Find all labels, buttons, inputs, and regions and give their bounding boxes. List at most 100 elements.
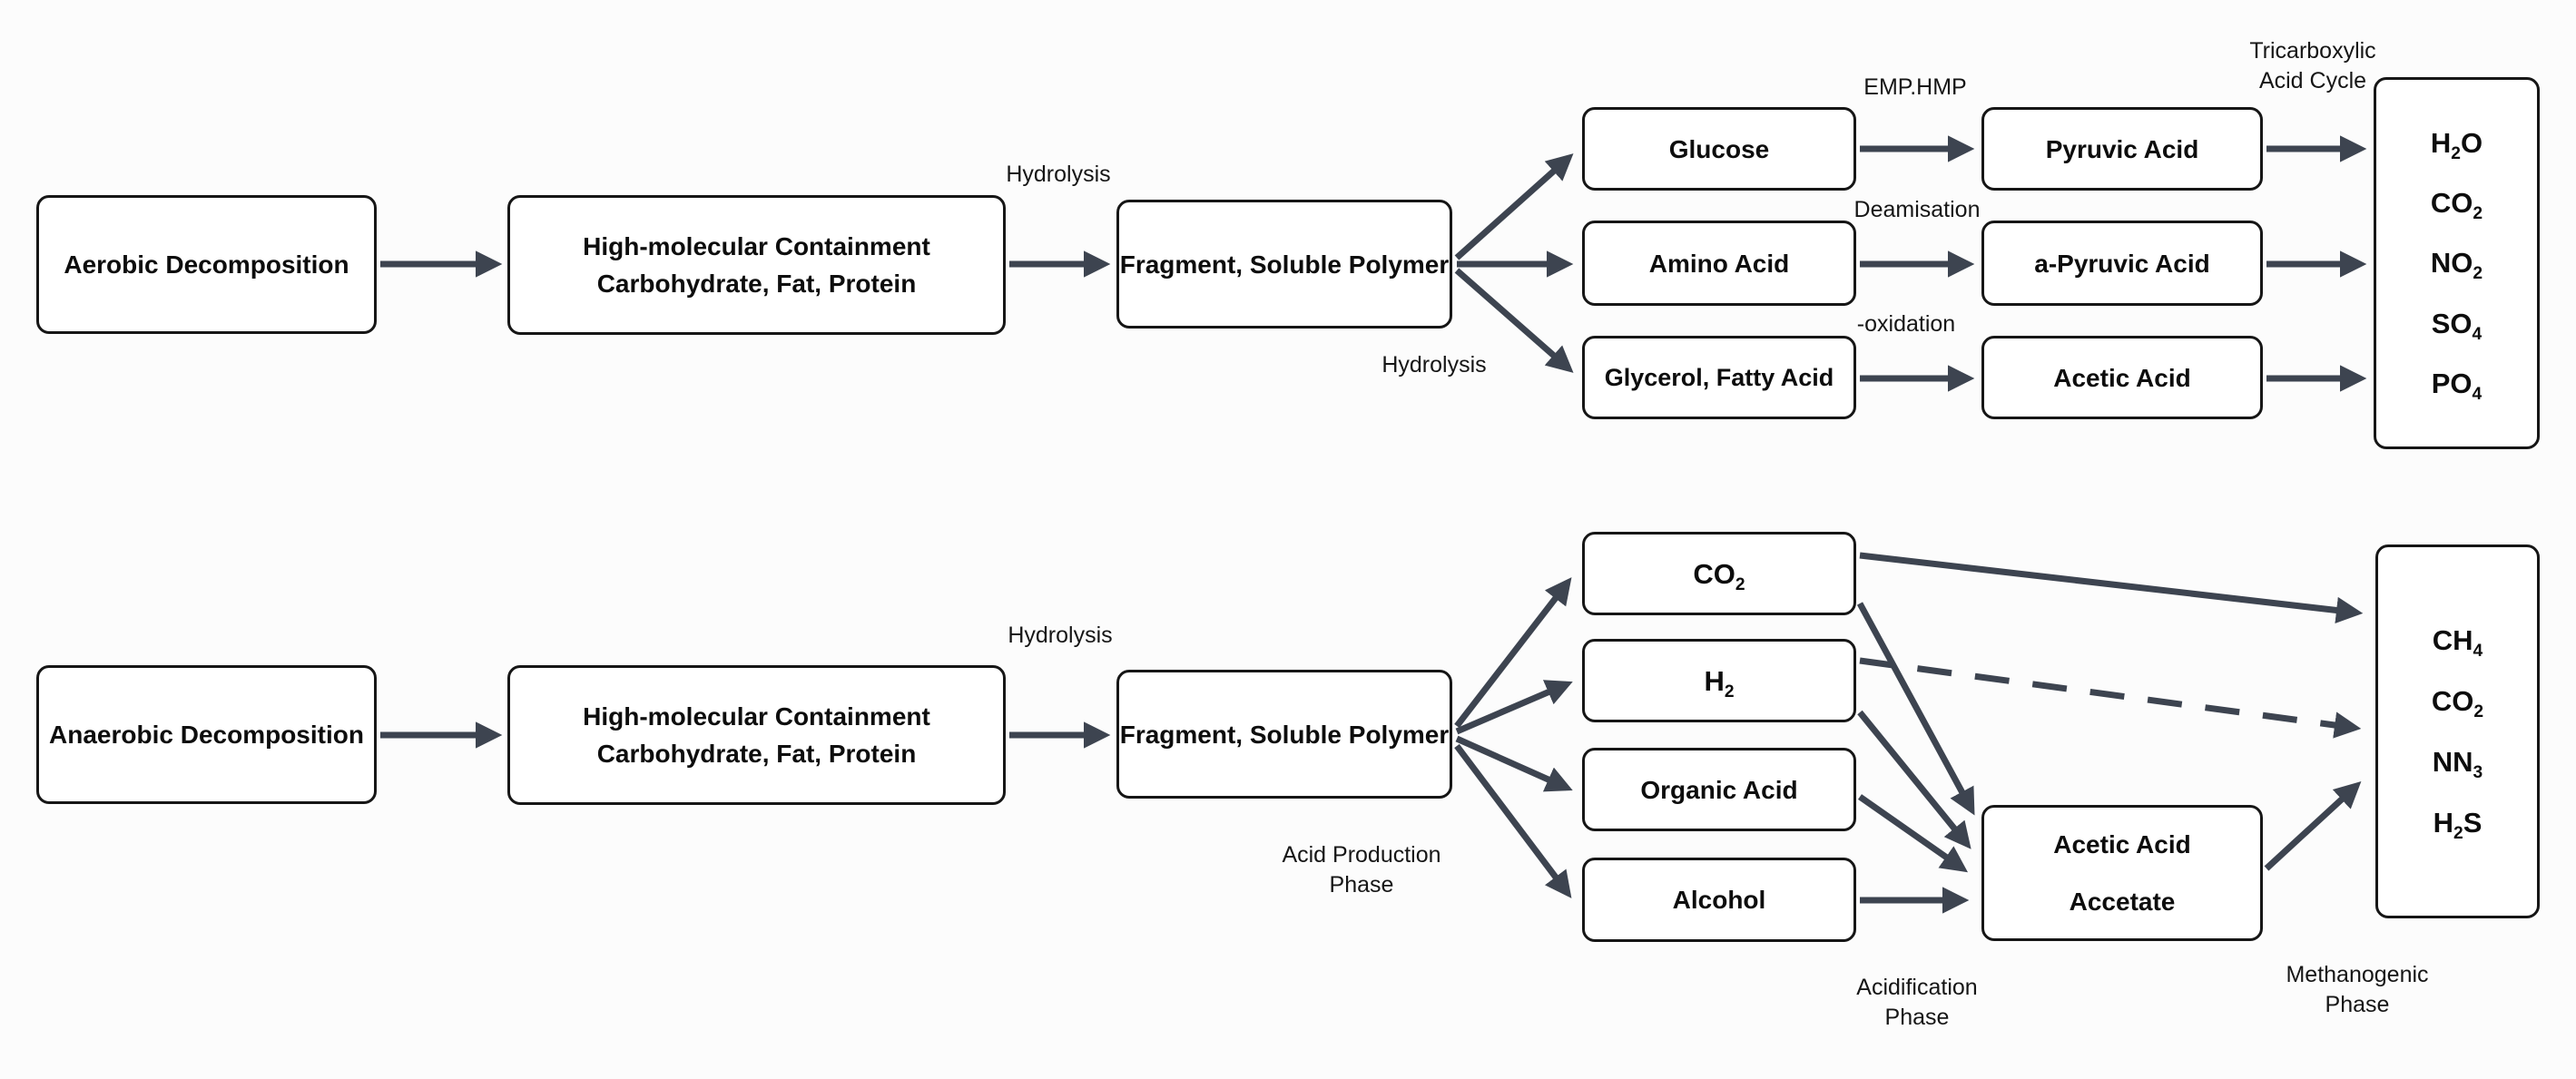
organic-acid-box: Organic Acid <box>1582 748 1856 831</box>
pyruvic-acid-label: Pyruvic Acid <box>2045 134 2199 163</box>
arrow-fragment-to-organic-acid <box>1455 735 1573 792</box>
formula-text: SO <box>2431 307 2473 339</box>
formula-subscript: 2 <box>2473 264 2483 284</box>
deamisation-label: Deamisation <box>1854 195 1981 225</box>
product-no2: NO2 <box>2430 244 2483 284</box>
glucose-label: Glucose <box>1668 134 1770 163</box>
product-co2: CO2 <box>2430 184 2483 224</box>
arrow-h2-to-acetate <box>1857 710 1971 849</box>
glycerol-fatty-acid-box: Glycerol, Fatty Acid <box>1582 336 1856 419</box>
acetic-acid-acetate-box: Acetic Acid Accetate <box>1981 805 2263 941</box>
emp-hmp-label: EMP.HMP <box>1863 73 1966 103</box>
acidification-line2: Phase <box>1884 1005 1950 1030</box>
formula-subscript: 2 <box>2473 702 2484 722</box>
pyruvic-acid-box: Pyruvic Acid <box>1981 107 2263 191</box>
acetate-line1: Acetic Acid <box>2053 830 2191 858</box>
acetic-acid-box-top: Acetic Acid <box>1981 336 2263 419</box>
product-co2-bottom: CO2 <box>2431 682 2484 722</box>
product-so4: SO4 <box>2431 305 2483 344</box>
methanogenic-phase-label: Methanogenic Phase <box>2286 960 2428 1020</box>
fragment-label-top: Fragment, Soluble Polymer <box>1119 250 1450 279</box>
formula-subscript: 2 <box>1735 574 1745 594</box>
tricarboxylic-products-box: H2O CO2 NO2 SO4 PO4 <box>2374 77 2540 449</box>
formula-subscript: 2 <box>2453 824 2463 844</box>
aerobic-decomposition-box: Aerobic Decomposition <box>36 195 377 334</box>
arrow-co2-to-methane-box <box>1859 552 2364 624</box>
formula-subscript: 2 <box>2451 144 2461 164</box>
formula-subscript: 2 <box>1724 682 1735 701</box>
formula-text: S <box>2463 807 2483 839</box>
arrow-fragment-to-glucose <box>1454 153 1574 260</box>
formula-subscript: 2 <box>2473 204 2483 224</box>
formula-subscript: 4 <box>2472 324 2483 344</box>
high-molecular-box-top: High-molecular Containment Carbohydrate,… <box>507 195 1006 335</box>
emp-hmp-text: EMP.HMP <box>1863 74 1967 100</box>
a-pyruvic-acid-label: a-Pyruvic Acid <box>2034 249 2210 278</box>
product-nn3: NN3 <box>2432 743 2483 783</box>
oxidation-text: -oxidation <box>1856 311 1956 337</box>
formula-text: H <box>2433 807 2453 839</box>
alcohol-box: Alcohol <box>1582 858 1856 942</box>
arrow-organic-to-acetate <box>1857 794 1969 873</box>
h2-formula: H2 <box>1704 662 1735 701</box>
formula-text: NO <box>2430 247 2473 280</box>
anaerobic-decomposition-label: Anaerobic Decomposition <box>49 721 364 749</box>
tricarboxylic-acid-cycle-label: Tricarboxylic Acid Cycle <box>2249 36 2375 96</box>
cycle-label-line1: Tricarboxylic <box>2249 38 2376 64</box>
methanogenic-line2: Phase <box>2325 992 2390 1017</box>
acid-production-line1: Acid Production <box>1282 842 1441 868</box>
formula-text: O <box>2460 127 2483 160</box>
arrow-h2-to-methane-box-dashed <box>1859 657 2362 739</box>
arrow-acetate-to-methane-box <box>2264 781 2362 871</box>
deamisation-text: Deamisation <box>1853 197 1981 222</box>
high-molecular-line1: High-molecular Containment <box>583 232 930 260</box>
methanogenic-line1: Methanogenic <box>2286 962 2429 987</box>
arrow-fragment-to-co2 <box>1454 577 1572 729</box>
fragment-soluble-polymer-box-top: Fragment, Soluble Polymer <box>1116 200 1452 329</box>
alcohol-label: Alcohol <box>1672 886 1766 914</box>
formula-text: NN <box>2432 746 2473 778</box>
formula-text: CO <box>2430 187 2473 220</box>
oxidation-label: -oxidation <box>1857 309 1955 339</box>
aerobic-decomposition-label: Aerobic Decomposition <box>64 250 349 279</box>
h2-box: H2 <box>1582 639 1856 722</box>
product-h2o: H2O <box>2431 124 2483 162</box>
hydrolysis-text: Hydrolysis <box>1006 162 1111 187</box>
product-po4: PO4 <box>2432 365 2483 404</box>
formula-subscript: 4 <box>2473 642 2483 662</box>
acetic-acid-label-top: Acetic Acid <box>2053 363 2191 392</box>
formula-text: H <box>2430 127 2452 160</box>
amino-acid-label: Amino Acid <box>1648 249 1790 278</box>
methanogenic-products-box: CH4 CO2 NN3 H2S <box>2375 544 2540 918</box>
glucose-box: Glucose <box>1582 107 1856 191</box>
hydrolysis-label-bottom: Hydrolysis <box>1008 621 1112 651</box>
high-molecular-line2: Carbohydrate, Fat, Protein <box>596 740 917 768</box>
co2-box: CO2 <box>1582 532 1856 615</box>
product-h2s: H2S <box>2433 804 2483 844</box>
hydrolysis-text: Hydrolysis <box>1008 623 1113 648</box>
acetate-line2: Accetate <box>2069 888 2176 916</box>
acidification-line1: Acidification <box>1856 975 1978 1000</box>
fragment-label-bottom: Fragment, Soluble Polymer <box>1119 720 1450 749</box>
formula-text: CO <box>1693 557 1735 590</box>
amino-acid-box: Amino Acid <box>1582 221 1856 306</box>
hydrolysis-text: Hydrolysis <box>1381 352 1487 378</box>
arrow-fragment-to-h2 <box>1455 680 1573 735</box>
formula-text: CO <box>2431 685 2474 717</box>
formula-text: CH <box>2432 624 2473 656</box>
acidification-phase-label: Acidification Phase <box>1856 973 1977 1033</box>
formula-subscript: 4 <box>2472 384 2483 404</box>
acid-production-line2: Phase <box>1329 872 1394 898</box>
anaerobic-decomposition-box: Anaerobic Decomposition <box>36 665 377 804</box>
high-molecular-line2: Carbohydrate, Fat, Protein <box>596 270 917 298</box>
arrow-co2-to-acetate <box>1856 602 1975 816</box>
product-ch4: CH4 <box>2432 622 2483 662</box>
fragment-soluble-polymer-box-bottom: Fragment, Soluble Polymer <box>1116 670 1452 799</box>
glycerol-fatty-acid-label: Glycerol, Fatty Acid <box>1604 363 1834 391</box>
hydrolysis-label-top: Hydrolysis <box>1006 160 1110 190</box>
a-pyruvic-acid-box: a-Pyruvic Acid <box>1981 221 2263 306</box>
organic-acid-label: Organic Acid <box>1640 775 1798 804</box>
formula-subscript: 3 <box>2473 763 2483 783</box>
high-molecular-line1: High-molecular Containment <box>583 702 930 731</box>
